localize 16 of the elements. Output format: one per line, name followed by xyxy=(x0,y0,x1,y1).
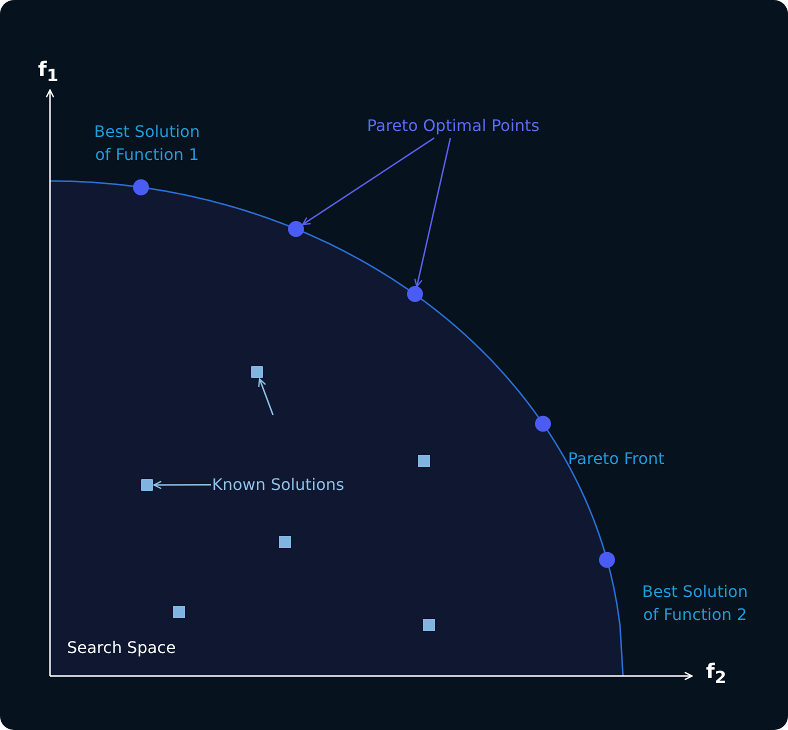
annotation-label: Pareto Front xyxy=(568,448,664,470)
solution-marker xyxy=(141,479,153,491)
annotation-label: Best Solution of Function 2 xyxy=(641,581,749,626)
pareto-point xyxy=(407,286,423,302)
callout-label: Known Solutions xyxy=(212,473,344,496)
region-label: Search Space xyxy=(67,637,176,659)
leader-arrow xyxy=(302,137,435,226)
leader-arrow xyxy=(258,378,274,416)
axis-label: f$_{1}$ xyxy=(38,58,58,87)
axis-label: f$_{2}$ xyxy=(706,660,726,689)
pareto-point xyxy=(288,220,304,237)
annotation-label: Best Solution of Function 1 xyxy=(93,121,201,166)
callout-label: Pareto Optimal Points xyxy=(367,114,540,137)
solution-marker xyxy=(251,366,263,378)
leader-arrow xyxy=(414,138,452,288)
leader-arrow xyxy=(153,480,211,490)
